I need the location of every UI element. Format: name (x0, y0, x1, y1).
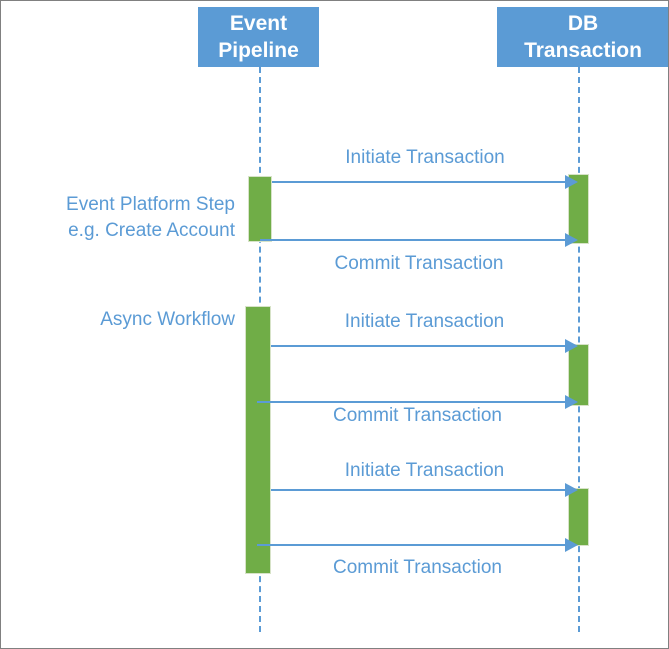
arrow-head-right-icon (565, 233, 578, 247)
participant-db-transaction-line2: Transaction (524, 39, 642, 62)
activation-ep-1[interactable] (248, 176, 272, 242)
arrow-line (271, 345, 565, 347)
arrow-line (257, 401, 565, 403)
arrow-line (257, 544, 565, 546)
side-label-async-workflow: Async Workflow (29, 307, 235, 333)
side-label-event-platform-step-line2: e.g. Create Account (68, 220, 235, 241)
participant-db-transaction[interactable]: DB Transaction (497, 7, 668, 67)
activation-db-2[interactable] (568, 344, 589, 406)
arrow-line (260, 239, 565, 241)
side-label-event-platform-step-line1: Event Platform Step (66, 194, 235, 215)
arrow-head-right-icon (565, 483, 578, 497)
participant-event-pipeline[interactable]: Event Pipeline (198, 7, 319, 67)
arrow-line (272, 181, 565, 183)
activation-db-3[interactable] (568, 488, 589, 546)
message-label-commit-transaction-3: Commit Transaction (333, 557, 502, 578)
message-label-initiate-transaction-3: Initiate Transaction (344, 460, 505, 481)
arrow-head-right-icon (565, 538, 578, 552)
message-label-commit-transaction-1: Commit Transaction (334, 253, 504, 274)
side-label-async-workflow-line1: Async Workflow (100, 309, 235, 330)
participant-event-pipeline-line1: Event (229, 12, 288, 35)
arrow-head-right-icon (565, 339, 578, 353)
arrow-head-right-icon (565, 395, 578, 409)
side-label-event-platform-step: Event Platform Step e.g. Create Account (29, 192, 235, 244)
message-label-initiate-transaction-1: Initiate Transaction (345, 147, 505, 168)
message-label-initiate-transaction-2: Initiate Transaction (344, 311, 505, 332)
participant-db-transaction-line1: DB (567, 12, 599, 35)
participant-event-pipeline-line2: Pipeline (218, 39, 299, 62)
message-label-commit-transaction-2: Commit Transaction (333, 405, 502, 426)
arrow-head-right-icon (565, 175, 578, 189)
activation-db-1[interactable] (568, 174, 589, 244)
arrow-line (271, 489, 565, 491)
activation-ep-2[interactable] (245, 306, 271, 574)
